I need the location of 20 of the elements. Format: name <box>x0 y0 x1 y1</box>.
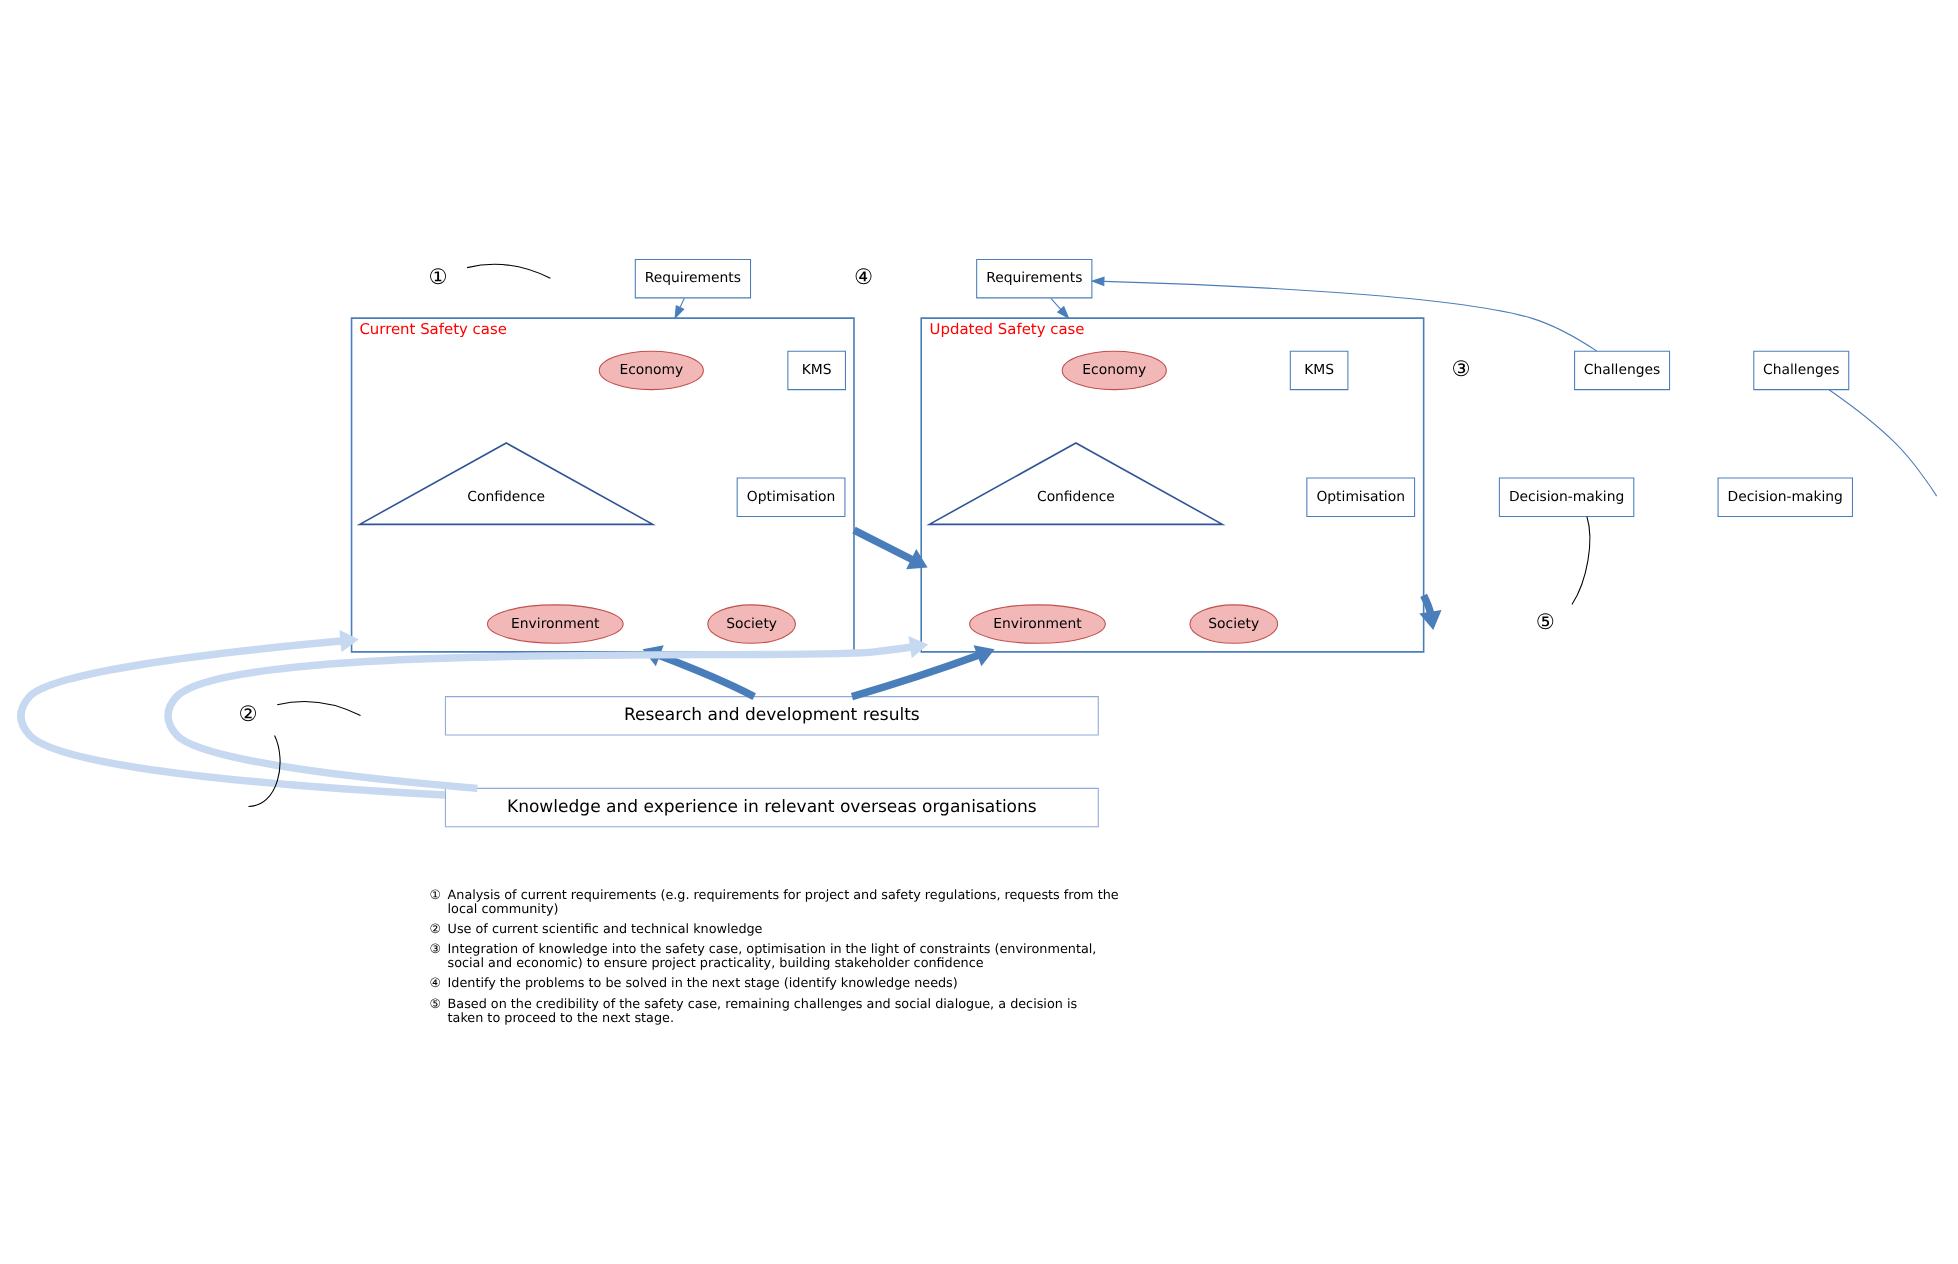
arrow <box>17 629 446 799</box>
connector <box>247 734 281 808</box>
arrow <box>850 645 995 701</box>
connector <box>276 700 362 717</box>
node-text: ② <box>238 701 258 728</box>
arrow <box>1050 297 1070 320</box>
connector <box>466 263 551 279</box>
node-text: ⑤ <box>1535 609 1555 636</box>
connector <box>1571 516 1591 606</box>
node-text: ① <box>428 264 448 290</box>
arrow <box>1419 593 1442 630</box>
arrow <box>674 297 685 320</box>
arrow <box>852 526 928 570</box>
arrow <box>1090 276 1598 352</box>
label: ④ <box>854 264 874 290</box>
node-box: Knowledge and experience in relevant overseas organisations <box>444 787 1099 828</box>
arrow <box>164 636 929 793</box>
label: ③ <box>1451 355 1471 382</box>
connector <box>1828 389 1938 497</box>
node-box: Research and development results <box>444 696 1099 736</box>
